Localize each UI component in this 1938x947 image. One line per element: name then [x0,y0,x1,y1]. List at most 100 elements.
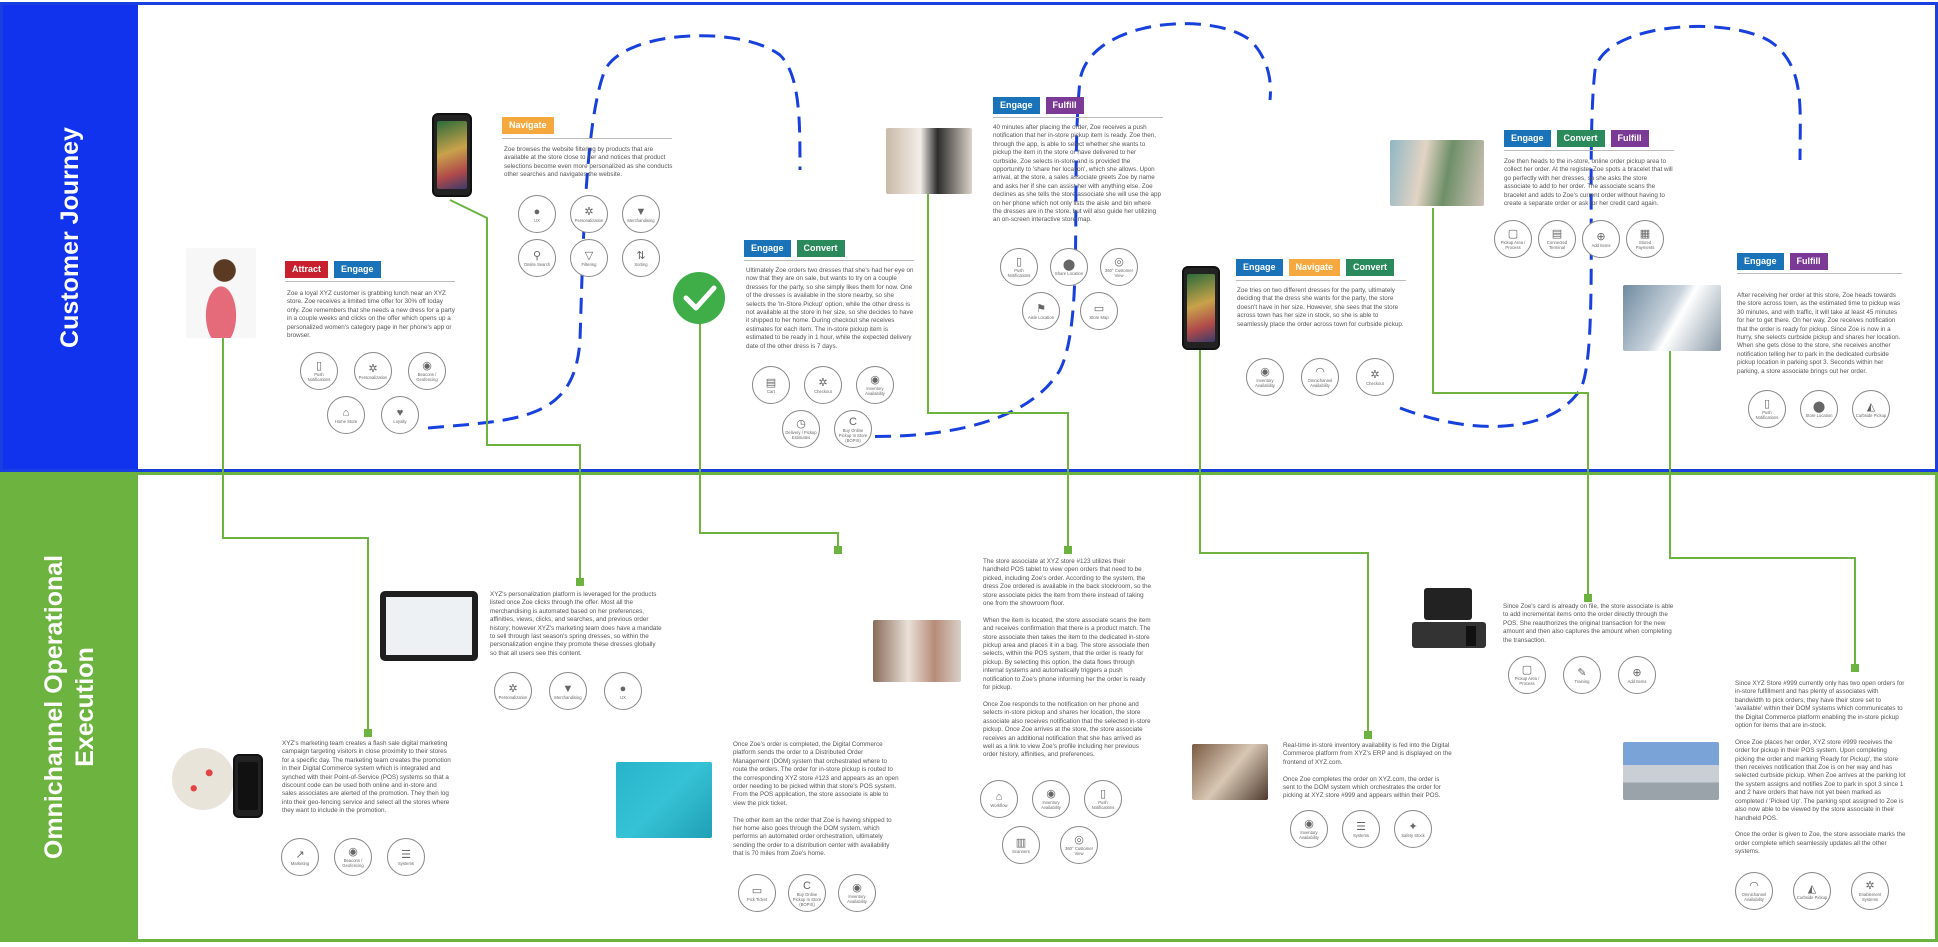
tablet-image [380,591,478,661]
journey-step-6-text: Zoe then heads to the in-store, online o… [1504,158,1673,208]
bag-icon: ▢Pickup Area / Process [1494,220,1532,258]
database-icon: ☰Systems [387,838,425,876]
heart-icon: ♥Loyalty [381,396,419,434]
database-icon: ☰Systems [1342,810,1380,848]
journey-step-3-text: Ultimately Zoe orders two dresses that s… [746,267,914,350]
training-icon: ✎Training [1563,656,1601,694]
tag-convert: Convert [796,240,845,257]
payment-icon: ▦Stored Payments [1626,220,1664,258]
checkout-icon: ✲Checkout [1356,358,1394,396]
journey-step-2-icons: ●UX ✲Personalization ▼Merchandising ⚲Ons… [518,195,678,285]
execution-step-7-icons: ◠Omnichannel Availability ◭Curbside Pick… [1735,872,1905,916]
journey-step-7-icons: ▯Push Notifications ⬤Store Location ◭Cur… [1748,390,1908,434]
execution-step-5-icons: ◉Inventory Availability ☰Systems ✦Safety… [1290,810,1450,854]
execution-step-1-icons: ↗Marketing ◉Beacons / Geofencing ☰System… [281,838,441,882]
eye-icon: ◉Inventory Availability [1290,810,1328,848]
tag-engage: Engage [744,240,791,257]
eye-icon: ◉Inventory Availability [856,366,894,404]
phone-icon: ▯Push Notifications [1748,390,1786,428]
journey-step-2-tags: Navigate [502,117,554,134]
journey-step-6-icons: ▢Pickup Area / Process ▤Connected Termin… [1494,220,1674,264]
shirt-icon: ▼Merchandising [622,195,660,233]
execution-step-4-icons: ⌂Workflow ◉Inventory Availability ▯Push … [980,780,1140,870]
divider [1737,273,1902,274]
add-item-icon: ⊕Add Items [1618,656,1656,694]
tag-convert: Convert [1346,259,1395,276]
phone-image [233,754,263,818]
car-icon: ◭Curbside Pickup [1793,872,1831,910]
workflow-icon: ⌂Workflow [980,780,1018,818]
location-icon: ⬤Store Location [1800,390,1838,428]
sort-icon: ⇅Sorting [622,239,660,277]
journey-dashed-path [1399,25,1802,428]
car-icon: ◭Curbside Pickup [1852,390,1890,428]
pos-terminal-image [1406,586,1492,656]
journey-step-4-text: 40 minutes after placing the order, Zoe … [993,124,1162,224]
tag-engage: Engage [993,97,1040,114]
add-item-icon: ⊕Add Items [1582,220,1620,258]
customer-journey-lane: Customer Journey [0,2,1938,472]
journey-step-1-tags: Attract Engage [285,261,381,278]
checkout-icon: ✲Checkout [804,366,842,404]
tag-navigate: Navigate [502,117,554,134]
divider [502,138,672,139]
customer-view-icon: ◎360° Customer View [1060,826,1098,864]
pickup-counter-photo [1390,140,1484,206]
inventory-tablet-photo [1192,744,1268,800]
shirt-icon: ▼Merchandising [549,672,587,710]
curbside-photo [1623,285,1721,351]
execution-step-7-text: Since XYZ Store #999 currently only has … [1735,680,1906,856]
journey-step-5-icons: ◉Inventory Availability ◠Omnichannel Ava… [1246,358,1406,402]
barcode-icon: ▥Scanners [1002,826,1040,864]
execution-step-1-text: XYZ's marketing team creates a flash sal… [282,740,451,815]
execution-step-2-icons: ✲Personalization ▼Merchandising ●UX [494,672,654,716]
gauge-icon: ◠Omnichannel Availability [1301,358,1339,396]
execution-step-2-text: XYZ's personalization platform is levera… [490,591,662,657]
tag-navigate: Navigate [1288,259,1341,276]
phone-image [1182,266,1220,350]
journey-step-3-icons: ▤Cart ✲Checkout ◉Inventory Availability … [752,366,912,456]
journey-step-7-text: After receiving her order at this store,… [1737,292,1901,375]
customer-photo [186,248,256,338]
tag-convert: Convert [1556,130,1605,147]
ticket-icon: ▭Pick Ticket [738,874,776,912]
phone-icon: ▯Push Notifications [1084,780,1122,818]
tag-engage: Engage [1504,130,1551,147]
execution-step-5-text: Real-time in-store inventory availabilit… [1283,742,1452,800]
search-icon: ⚲Onsite Search [518,239,556,277]
enablement-icon: ✲Enablement Systems [1851,872,1889,910]
eye-icon: ◉Inventory Availability [1246,358,1284,396]
bag-icon: ▢Pickup Area / Process [1508,656,1546,694]
execution-step-4-text: The store associate at XYZ store #123 ut… [983,558,1152,759]
safety-stock-icon: ✦Safety Stock [1394,810,1432,848]
customer-view-icon: ◎360° Customer View [1100,248,1138,286]
user-icon: ●UX [518,195,556,233]
register-icon: ▤Connected Terminal [1538,220,1576,258]
journey-step-2-text: Zoe browses the website filtering by pro… [504,146,673,179]
eye-icon: ◉Inventory Availability [1032,780,1070,818]
location-icon: ⬤Share Location [1050,248,1088,286]
user-icon: ●UX [604,672,642,710]
divider [285,281,455,282]
execution-step-6-icons: ▢Pickup Area / Process ✎Training ⊕Add It… [1508,656,1668,700]
execution-step-3-text: Once Zoe's order is completed, the Digit… [733,741,899,858]
map-photo [172,748,234,810]
beacon-icon: ◉Beacons / Geofencing [334,838,372,876]
parking-lot-photo [1623,742,1719,800]
journey-step-7-tags: Engage Fulfill [1737,253,1828,270]
divider [993,117,1163,118]
store-associate-photo [873,620,961,682]
tag-attract: Attract [285,261,329,278]
divider [1236,280,1406,281]
customer-journey-label: Customer Journey [3,5,138,469]
journey-step-4-tags: Engage Fulfill [993,97,1084,114]
phone-image [432,113,472,197]
execution-step-6-text: Since Zoe's card is already on file, the… [1503,603,1674,644]
shopper-photo [886,128,972,194]
journey-step-1-text: Zoe a loyal XYZ customer is grabbing lun… [287,290,455,340]
divider [1504,150,1674,151]
journey-step-5-text: Zoe tries on two different dresses for t… [1237,287,1404,328]
